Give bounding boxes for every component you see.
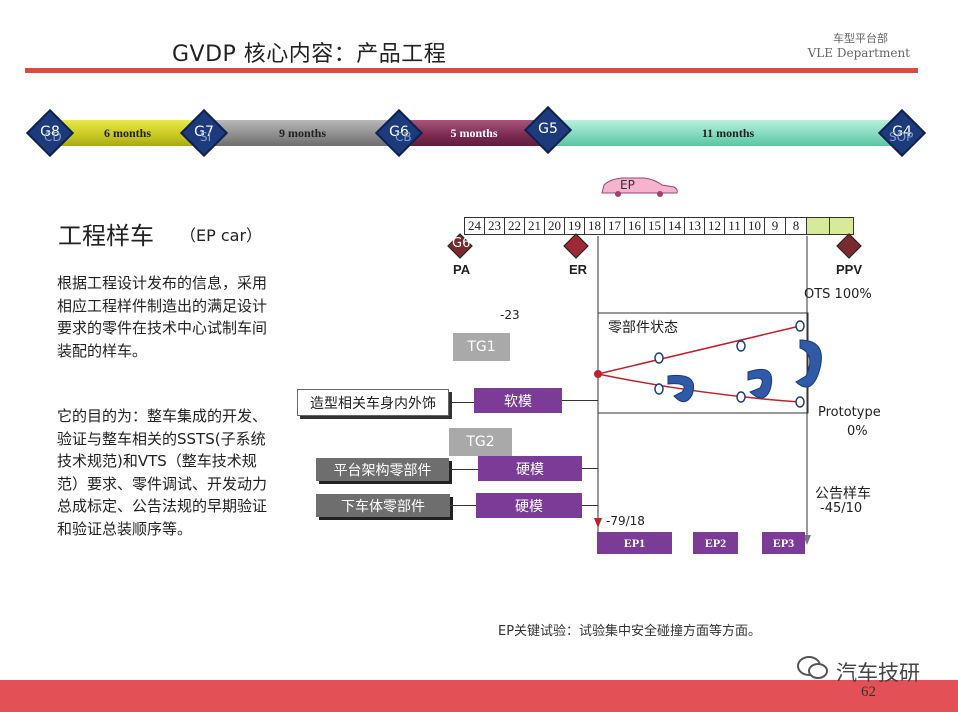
parts-status-label: 零部件状态: [608, 320, 678, 336]
prototype-percent: 0%: [847, 424, 868, 439]
footer-bar: [0, 680, 958, 712]
week-cell: 21: [525, 218, 545, 234]
ep-car-icon: [601, 177, 678, 197]
milestone-ppv-label: PPV: [836, 262, 863, 277]
week-cell: 17: [605, 218, 625, 234]
tg2-box: TG2: [449, 428, 512, 456]
week-cell: 12: [705, 218, 725, 234]
watermark-text: 汽车技研: [836, 661, 920, 685]
week-cell: 24: [465, 218, 485, 234]
ep1-box: EP1: [597, 532, 672, 554]
week-cell: 22: [505, 218, 525, 234]
soft-tool-box: 软模: [474, 388, 562, 413]
ep2-box: EP2: [693, 532, 738, 554]
gate-g4-ghost: SOP: [889, 130, 914, 144]
connector-line: [450, 505, 476, 506]
timeline-segment-4: 11 months: [548, 120, 908, 146]
hard-tool-box-1: 硬模: [478, 456, 582, 481]
week-cell: 18: [585, 218, 605, 234]
milestone-er-label: ER: [569, 262, 588, 277]
week-cell: 23: [485, 218, 505, 234]
week-cell: 16: [625, 218, 645, 234]
ep-purpose-text: 它的目的为：整车集成的开发、验证与整车相关的SSTS(子系统技术规范)和VTS（…: [57, 407, 268, 538]
week-scale: 24 23 22 21 20 19 18 17 16 15 14 13 12 1…: [464, 217, 854, 235]
prototype-label: Prototype: [818, 405, 881, 420]
gate-g7-label: G7: [194, 124, 214, 140]
wechat-icon: [797, 656, 828, 679]
milestone-pa-label: PA: [453, 262, 471, 277]
timeline-segment-2: 9 months: [205, 120, 400, 146]
platform-parts-box: 平台架构零部件: [316, 458, 449, 481]
page-number: 62: [861, 684, 876, 700]
connector-line: [582, 468, 598, 469]
tg1-box: TG1: [453, 333, 510, 361]
timeline-segment-3: 5 months: [400, 120, 548, 146]
connector-line: [582, 505, 598, 506]
week-cell: 10: [745, 218, 765, 234]
week-cell: 11: [725, 218, 745, 234]
gate-g8-label: G8: [40, 124, 60, 140]
notice-car-label: 公告样车: [815, 486, 871, 502]
connector-line: [449, 469, 478, 470]
ep-definition-text: 根据工程设计发布的信息，采用相应工程样件制造出的满足设计要求的零件在技术中心试制…: [57, 274, 268, 360]
milestone-g6-label: G6: [452, 236, 471, 251]
ep-car-label: EP: [620, 178, 635, 192]
week-cell-green: [830, 218, 853, 234]
ep-car-heading: 工程样车: [58, 222, 154, 250]
week-cell-green: [807, 218, 830, 234]
week-cell: 20: [545, 218, 565, 234]
week-cell: 13: [685, 218, 705, 234]
gate-g8-ghost: CD: [44, 130, 62, 144]
week-cell: 14: [665, 218, 685, 234]
timeline-segment-1: 6 months: [50, 120, 205, 146]
week-cell: 15: [645, 218, 665, 234]
hard-tool-box-2: 硬模: [476, 493, 582, 518]
ots-label: OTS 100%: [804, 287, 872, 302]
notice-car-value: -45/10: [820, 501, 863, 516]
ep3-box: EP3: [762, 532, 805, 554]
underbody-parts-box: 下车体零部件: [316, 494, 450, 517]
week-cell: 8: [786, 218, 807, 234]
gate-g6-label: G6: [389, 124, 409, 140]
styling-parts-box: 造型相关车身内外饰: [297, 389, 449, 416]
department-name-cn: 车型平台部: [833, 32, 888, 45]
minus-23-label: -23: [500, 308, 520, 322]
gate-g7-ghost: SI: [200, 130, 212, 144]
ep-car-heading-sub: （EP car）: [180, 226, 263, 245]
minus-79-label: -79/18: [606, 514, 645, 528]
page-title: GVDP 核心内容：产品工程: [172, 42, 447, 67]
department-name-en: VLE Department: [807, 46, 910, 60]
gate-g6-ghost: CB: [395, 130, 412, 144]
connector-line: [562, 400, 598, 401]
header-divider: [25, 68, 918, 73]
week-cell: 9: [765, 218, 786, 234]
gate-g5-label: G5: [538, 121, 558, 137]
week-cell: 19: [565, 218, 585, 234]
ep-key-test-note: EP关键试验：试验集中安全碰撞方面等方面。: [498, 624, 762, 639]
connector-line: [449, 402, 474, 403]
gate-g4-label: G4: [892, 124, 912, 140]
